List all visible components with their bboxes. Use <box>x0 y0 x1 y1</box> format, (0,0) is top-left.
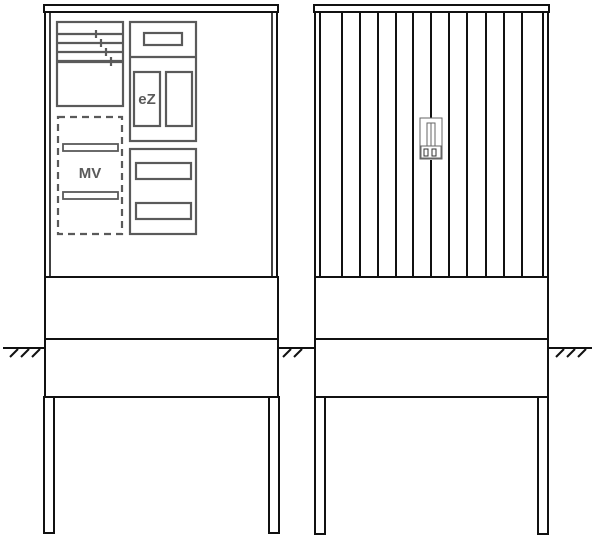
label-mv: MV <box>79 165 102 182</box>
breaker-panel <box>55 20 125 108</box>
meter-module <box>128 20 198 143</box>
ground-line-symbol <box>3 347 592 358</box>
cabinet-roof-right <box>313 4 550 13</box>
plinth-upper <box>44 276 279 340</box>
leg-left <box>43 396 55 534</box>
label-ez: eZ <box>138 91 156 108</box>
leg-left-right-cabinet <box>314 396 326 535</box>
cabinet-closed-view <box>313 4 550 535</box>
mv-module <box>56 115 124 236</box>
cabinet-roof <box>43 4 279 13</box>
plinth-upper-right <box>314 276 549 340</box>
leg-right-right-cabinet <box>537 396 549 535</box>
door-stripes <box>319 12 544 277</box>
interior-modules <box>55 20 198 236</box>
leg-right <box>268 396 280 534</box>
terminal-module <box>128 147 198 236</box>
door-lock-icon <box>419 117 443 160</box>
plinth-lower <box>44 338 279 398</box>
cabinet-open-view <box>43 4 280 534</box>
plinth-lower-right <box>314 338 549 398</box>
